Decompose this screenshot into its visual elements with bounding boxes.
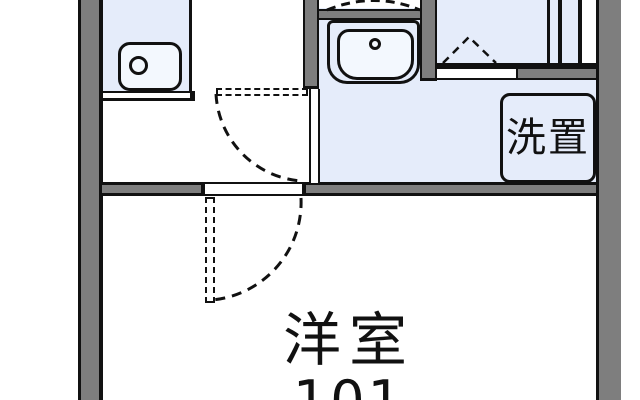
wall-segment xyxy=(420,0,437,81)
bath-partition-line xyxy=(547,0,550,63)
bath-window-sill xyxy=(582,0,596,67)
kitchen-sink xyxy=(118,42,182,91)
room-door-swing-arc xyxy=(211,197,303,302)
sink-drain-icon xyxy=(129,56,148,75)
washer-placement-label: 洗置 xyxy=(506,115,590,161)
washroom-door-panel xyxy=(216,88,308,96)
basin-faucet-icon xyxy=(369,38,381,50)
wall-segment xyxy=(317,9,421,20)
wall-segment xyxy=(302,182,596,196)
doorway-threshold xyxy=(205,182,302,196)
washer-placement-box: 洗置 xyxy=(500,93,596,183)
washroom-door-frame xyxy=(309,89,320,183)
wall-segment xyxy=(102,182,205,196)
exterior-wall-left xyxy=(78,0,103,400)
bathroom-threshold xyxy=(433,67,518,80)
wash-basin-vanity xyxy=(327,20,420,84)
room-number-label: 101 xyxy=(102,374,596,400)
room-door-panel xyxy=(205,197,215,303)
wall-segment xyxy=(518,67,596,80)
wash-basin-bowl xyxy=(337,29,414,80)
washroom-door-swing-arc xyxy=(214,93,303,183)
wall-segment xyxy=(303,0,319,89)
bath-partition-line xyxy=(578,0,582,63)
room-type-label: 洋室 xyxy=(282,306,415,374)
exterior-wall-right xyxy=(596,0,621,400)
kitchen-counter-edge xyxy=(103,91,195,101)
bathroom-bottom-edge xyxy=(437,63,596,67)
bath-partition-line xyxy=(558,0,562,63)
